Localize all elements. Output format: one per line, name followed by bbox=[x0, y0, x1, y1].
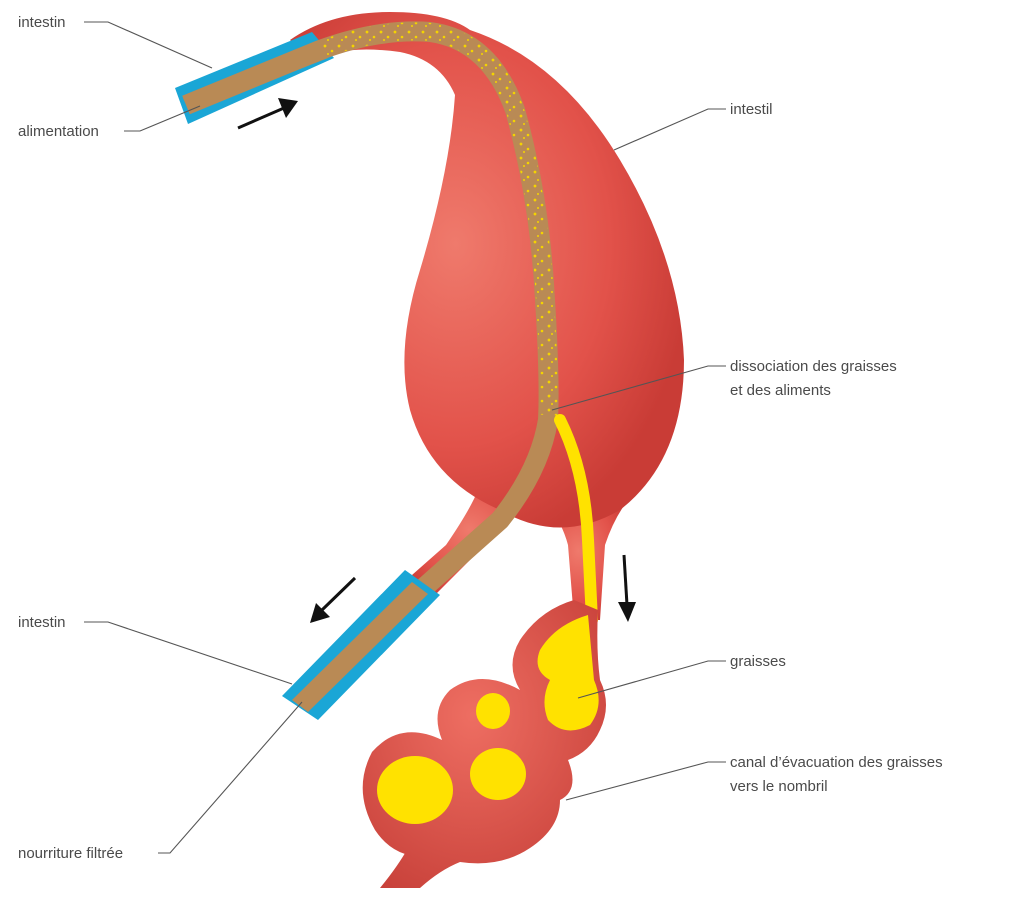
leader-intestin-bottom bbox=[84, 622, 292, 684]
leader-nourriture bbox=[158, 702, 302, 853]
label-canal-line2: vers le nombril bbox=[730, 778, 828, 795]
fat-pocket-small bbox=[476, 693, 510, 729]
label-graisses: graisses bbox=[730, 653, 786, 670]
leader-intestil bbox=[614, 109, 726, 150]
arrow-in bbox=[238, 98, 298, 128]
organ-main-sac bbox=[290, 12, 684, 528]
label-intestin-top: intestin bbox=[18, 14, 66, 31]
fat-pocket-middle bbox=[470, 748, 526, 800]
label-nourriture: nourriture filtrée bbox=[18, 845, 123, 862]
label-canal-line1: canal d’évacuation des graisses bbox=[730, 754, 943, 771]
arrow-out bbox=[310, 578, 355, 623]
label-dissociation-line1: dissociation des graisses bbox=[730, 358, 897, 375]
label-intestin-bottom: intestin bbox=[18, 614, 66, 631]
evacuation-canal bbox=[363, 600, 606, 888]
label-alimentation: alimentation bbox=[18, 123, 99, 140]
intestine-tube-bottom bbox=[282, 570, 440, 720]
leader-canal bbox=[566, 762, 726, 800]
label-intestil: intestil bbox=[730, 101, 773, 118]
leader-intestin-top bbox=[84, 22, 212, 68]
label-dissociation-line2: et des aliments bbox=[730, 382, 831, 399]
fat-pocket-large bbox=[377, 756, 453, 824]
arrow-fat-down bbox=[618, 555, 636, 622]
